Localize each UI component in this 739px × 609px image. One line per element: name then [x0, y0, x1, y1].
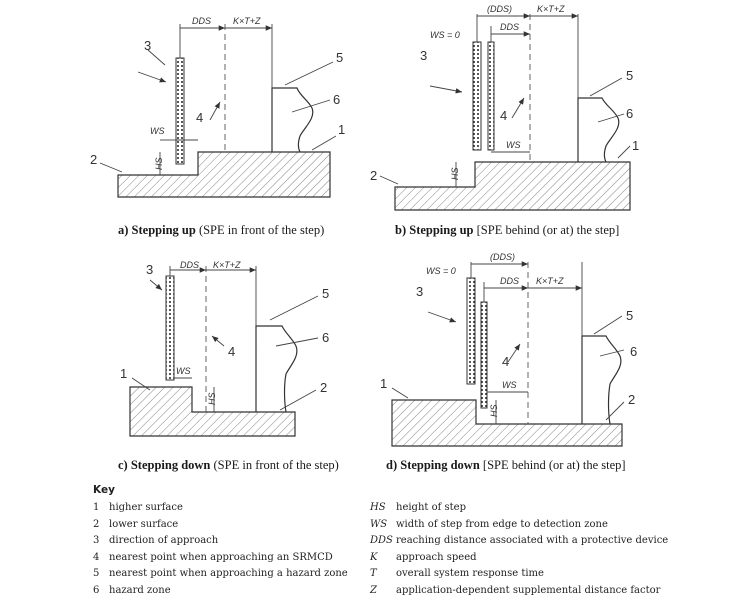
panel-b-ws-zero-label: WS = 0: [430, 30, 460, 40]
panel-b-callout-3: 3: [420, 48, 427, 63]
panel-b-ws-label: WS: [506, 140, 521, 150]
panel-d-dds-paren-label: (DDS): [490, 252, 515, 262]
panel-d-callout-4: 4: [502, 354, 509, 369]
panel-b-kts-label: K×T+Z: [537, 4, 565, 14]
panel-c-hazard-zone: [255, 325, 298, 413]
panel-b-callout-2: 2: [370, 168, 377, 183]
panel-d: (DDS) DDS K×T+Z WS = 0 WS HS 3 5 6 2 1 4…: [380, 252, 637, 472]
panel-b-hazard-zone: [577, 97, 620, 163]
panel-c: DDS K×T+Z WS HS 3 5 6 2 1 4 c) Stepping …: [118, 260, 339, 472]
panel-c-ws-label: WS: [176, 366, 191, 376]
panel-d-ws-label: WS: [502, 380, 517, 390]
panel-a-callout-6: 6: [333, 92, 340, 107]
panel-a-hs-label: HS: [154, 157, 164, 170]
panel-a-callout-3: 3: [144, 38, 151, 53]
panel-d-dds-label: DDS: [500, 276, 519, 286]
panel-b-dds-paren-label: (DDS): [487, 4, 512, 14]
panel-d-spe-front: [466, 277, 476, 385]
panel-a-floor: [117, 151, 331, 198]
panel-c-callout-5: 5: [322, 286, 329, 301]
panel-d-callout-2: 2: [628, 392, 635, 407]
panel-a-kts-label: K×T+Z: [233, 16, 261, 26]
panel-a-hazard-zone: [271, 87, 314, 153]
panel-c-hs-label: HS: [207, 392, 217, 405]
panel-c-callout-6: 6: [322, 330, 329, 345]
panel-d-callout-5: 5: [626, 308, 633, 323]
panel-a-caption: a) Stepping up (SPE in front of the step…: [118, 223, 324, 237]
key-title: Key: [93, 484, 115, 496]
panel-a-ws-label: WS: [150, 126, 165, 136]
panel-b-dds-label: DDS: [500, 22, 519, 32]
panel-a-callout-4: 4: [196, 110, 203, 125]
panel-a-callout-2: 2: [90, 152, 97, 167]
panel-d-hazard-zone: [581, 335, 622, 425]
panel-b-spe-front: [472, 41, 482, 151]
panel-d-spe-rear: [480, 301, 488, 409]
panel-d-caption: d) Stepping down [SPE behind (or at) the…: [386, 458, 626, 472]
panel-b-caption: b) Stepping up [SPE behind (or at) the s…: [395, 223, 619, 237]
panel-c-callout-3: 3: [146, 262, 153, 277]
panel-d-callout-6: 6: [630, 344, 637, 359]
panel-d-kts-label: K×T+Z: [536, 276, 564, 286]
panel-b-floor: [394, 161, 631, 211]
panel-a-spe: [175, 57, 185, 165]
panel-d-callout-3: 3: [416, 284, 423, 299]
panel-c-kts-label: K×T+Z: [213, 260, 241, 270]
panel-c-callout-4: 4: [228, 344, 235, 359]
panel-c-callout-2: 2: [320, 380, 327, 395]
panel-c-spe: [165, 275, 175, 381]
panel-d-ws-zero-label: WS = 0: [426, 266, 456, 276]
panel-b-callout-5: 5: [626, 68, 633, 83]
panel-b-callout-4: 4: [500, 108, 507, 123]
panel-c-floor: [129, 386, 296, 437]
panel-b-callout-6: 6: [626, 106, 633, 121]
panel-a-dds-label: DDS: [192, 16, 211, 26]
panel-a: DDS K×T+Z WS HS 3 5 6 1 2 4 a) Stepping …: [90, 16, 345, 237]
panel-c-dds-label: DDS: [180, 260, 199, 270]
panel-a-callout-1: 1: [338, 122, 345, 137]
panel-b-hs-label: HS: [450, 167, 460, 180]
panel-b: (DDS) DDS K×T+Z WS = 0 WS HS 3 5 6 1 2 4…: [370, 4, 639, 237]
panel-d-floor: [391, 399, 623, 447]
panel-d-hs-label: HS: [489, 404, 499, 417]
panel-b-spe-rear: [487, 41, 495, 151]
panel-c-caption: c) Stepping down (SPE in front of the st…: [118, 458, 339, 472]
panel-b-callout-1: 1: [632, 138, 639, 153]
panel-c-callout-1: 1: [120, 366, 127, 381]
panel-a-callout-5: 5: [336, 50, 343, 65]
panel-d-callout-1: 1: [380, 376, 387, 391]
